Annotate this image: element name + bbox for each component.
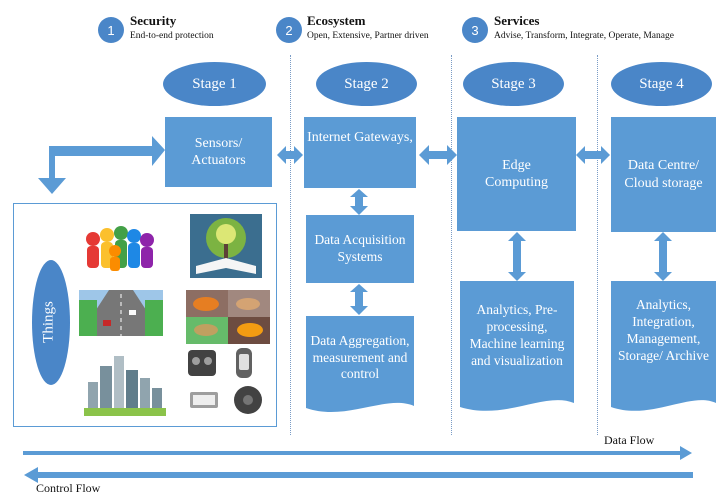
services-number-badge: 3 (462, 17, 488, 43)
services-subtitle: Advise, Transform, Integrate, Operate, M… (494, 31, 674, 41)
data-flow-label: Data Flow (604, 433, 655, 447)
column-divider (451, 55, 452, 435)
things-panel: Things (13, 203, 277, 427)
sensors-gateways-double-arrow (277, 146, 303, 164)
stage-4-oval: Stage 4 (611, 62, 712, 106)
services-title: Services (494, 13, 540, 28)
stage-2-oval: Stage 2 (316, 62, 417, 106)
security-subtitle: End-to-end protection (130, 31, 214, 41)
edge-datacentre-double-arrow (576, 146, 610, 164)
data-acquisition-box: Data Acquisition Systems (306, 215, 414, 283)
animals-image (186, 290, 270, 344)
data-flow-arrow (23, 446, 692, 460)
edge-analytics-shape (460, 281, 574, 411)
edge-computing-box: Edge Computing (457, 117, 576, 231)
column-divider (290, 55, 291, 435)
people-image (86, 226, 154, 271)
control-flow-label: Control Flow (36, 481, 101, 495)
daq-aggregation-double-arrow (350, 284, 368, 315)
edge-analytics-box: Analytics, Pre-processing, Machine learn… (469, 302, 565, 368)
security-title: Security (130, 13, 177, 28)
security-number-badge: 1 (98, 17, 124, 43)
sensors-actuators-box: Sensors/ Actuators (165, 117, 272, 187)
aggregation-box: Data Aggregation, measurement and contro… (310, 332, 410, 382)
edge-analytics-double-arrow (508, 232, 526, 281)
sensors-to-things-arrow (38, 136, 165, 194)
ecosystem-subtitle: Open, Extensive, Partner driven (307, 31, 429, 41)
control-flow-arrow (24, 467, 693, 483)
city-image (84, 356, 166, 416)
stage-3-oval: Stage 3 (463, 62, 564, 106)
datacentre-analytics-box: Analytics, Integration, Management, Stor… (617, 297, 710, 363)
devices-image (188, 348, 262, 414)
data-centre-cloud-box: Data Centre/ Cloud storage (611, 117, 716, 232)
nature-image (190, 214, 262, 278)
things-label: Things (40, 301, 57, 343)
aggregation-shape (306, 316, 414, 413)
internet-gateways-box: Internet Gateways, (304, 117, 416, 188)
ecosystem-title: Ecosystem (307, 13, 366, 28)
ecosystem-number-badge: 2 (276, 17, 302, 43)
stage-1-oval: Stage 1 (163, 62, 266, 106)
gateways-daq-double-arrow (350, 189, 368, 215)
things-oval (32, 260, 70, 385)
datacentre-analytics-shape (611, 281, 716, 411)
datacentre-analytics-double-arrow (654, 232, 672, 281)
road-image (79, 290, 163, 336)
gateways-edge-double-arrow (419, 145, 457, 165)
column-divider (597, 55, 598, 435)
